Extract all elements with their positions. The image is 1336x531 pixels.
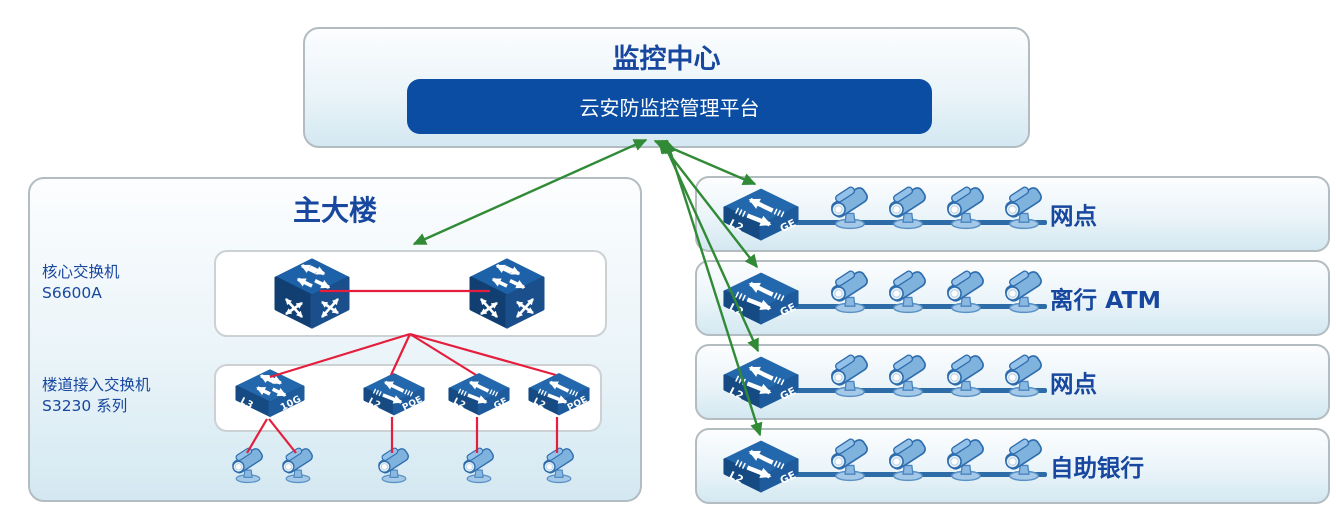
monitoring-center-title: 监控中心: [612, 44, 721, 75]
branch-row: L2 GE 网点: [695, 176, 1330, 252]
branch-label: 网点: [1050, 202, 1097, 230]
camera-icon: [1000, 438, 1048, 482]
branch-switch-icon: L2 GE: [722, 271, 800, 328]
core-switch-label-line1: 核心交换机: [42, 263, 120, 281]
platform-label: 云安防监控管理平台: [579, 96, 760, 120]
camera-icon: [884, 186, 932, 230]
core-switch-label-line2: S6600A: [42, 284, 102, 302]
camera-icon: [884, 438, 932, 482]
camera-icon: [942, 438, 990, 482]
branch-label: 离行 ATM: [1050, 286, 1161, 314]
camera-icon: [826, 186, 874, 230]
access-switch-icon: L2 POE: [527, 372, 591, 418]
platform-box: 云安防监控管理平台: [407, 79, 932, 134]
camera-icon: [278, 447, 318, 484]
camera-icon: [942, 354, 990, 398]
branch-switch-icon: L2 GE: [722, 187, 800, 244]
camera-icon: [228, 447, 268, 484]
main-building-title: 主大楼: [292, 194, 377, 227]
main-building-panel: 主大楼 核心交换机 S6600A 楼道接入交换机 S3230 系列 L3 10G…: [28, 177, 642, 502]
core-switch-group-label: 核心交换机 S6600A: [42, 262, 120, 304]
camera-icon: [459, 447, 499, 484]
camera-icon: [942, 186, 990, 230]
branch-label: 自助银行: [1050, 454, 1144, 482]
camera-icon: [884, 354, 932, 398]
camera-icon: [1000, 354, 1048, 398]
branch-row: L2 GE 网点: [695, 344, 1330, 420]
branch-switch-icon: L2 GE: [722, 439, 800, 496]
access-switch-icon: L2 POE: [362, 372, 426, 418]
monitoring-center-panel: 监控中心 云安防监控管理平台: [303, 27, 1030, 148]
access-switch-label-line2: S3230 系列: [42, 397, 128, 415]
branch-row: L2 GE 自助银行: [695, 428, 1330, 504]
access-switch-icon: L3 10G: [234, 368, 306, 420]
camera-icon: [884, 270, 932, 314]
camera-icon: [942, 270, 990, 314]
core-switch-icon: [272, 257, 352, 331]
camera-icon: [539, 447, 579, 484]
access-switch-group-label: 楼道接入交换机 S3230 系列: [42, 375, 151, 417]
camera-icon: [1000, 270, 1048, 314]
core-switch-icon: [467, 257, 547, 331]
access-switch-label-line1: 楼道接入交换机: [42, 376, 151, 394]
camera-icon: [826, 438, 874, 482]
branch-switch-icon: L2 GE: [722, 355, 800, 412]
branch-label: 网点: [1050, 370, 1097, 398]
access-switch-icon: L2 GE: [447, 372, 511, 418]
camera-icon: [1000, 186, 1048, 230]
camera-icon: [826, 354, 874, 398]
camera-icon: [374, 447, 414, 484]
branch-row: L2 GE 离行 ATM: [695, 260, 1330, 336]
camera-icon: [826, 270, 874, 314]
